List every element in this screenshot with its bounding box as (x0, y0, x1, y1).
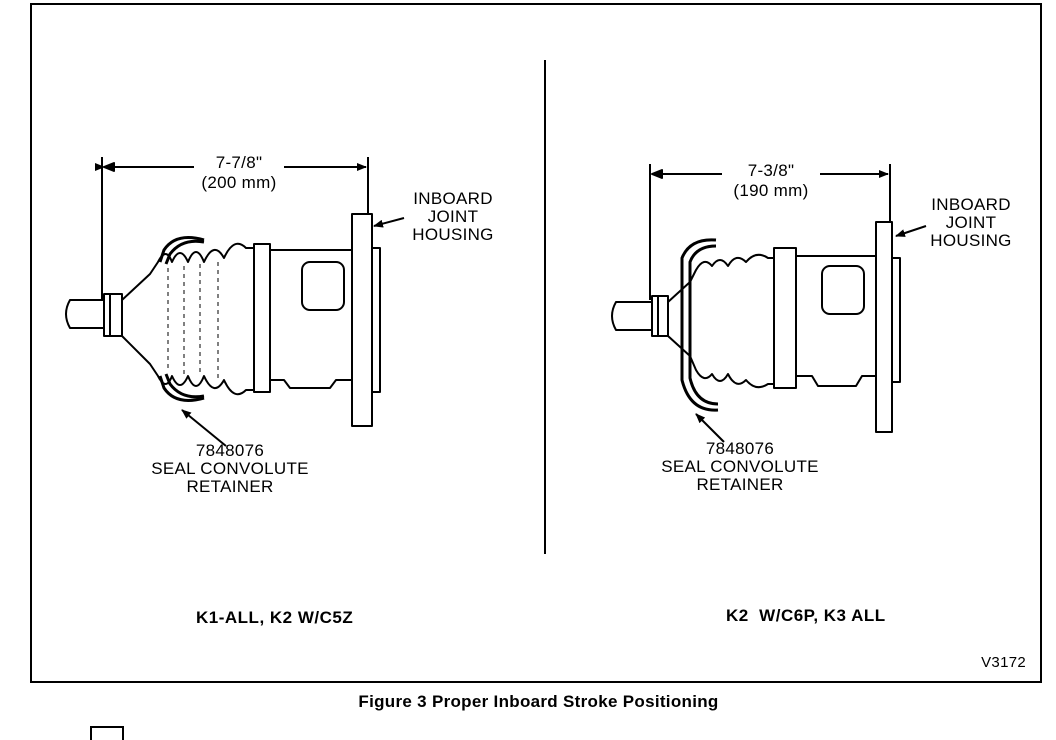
left-retainer (158, 236, 205, 402)
right-assembly (611, 164, 927, 443)
right-housing-label: INBOARD JOINT HOUSING (916, 196, 1026, 250)
right-retainer (680, 238, 719, 412)
right-housing-label-line-3: HOUSING (930, 231, 1012, 250)
right-housing-label-line-2: JOINT (945, 213, 997, 232)
right-retainer-leader (695, 413, 725, 443)
page-icon (90, 726, 124, 740)
left-retainer-leader (181, 409, 227, 447)
right-dimension-label: 7-3/8" (747, 161, 795, 180)
left-part-label: 7848076 SEAL CONVOLUTE RETAINER (130, 442, 330, 496)
figure-caption: Figure 3 Proper Inboard Stroke Positioni… (358, 692, 719, 711)
left-part-number: 7848076 (195, 441, 265, 460)
left-part-name-line-2: RETAINER (186, 477, 274, 496)
view-divider (544, 60, 546, 554)
left-dimension-label: 7-7/8" (215, 153, 263, 172)
left-dimension-line (95, 157, 369, 300)
right-part-name-line-2: RETAINER (696, 475, 784, 494)
right-shaft (611, 295, 669, 337)
right-housing-label-line-1: INBOARD (931, 195, 1011, 214)
right-dimension-line (649, 164, 891, 300)
right-part-number: 7848076 (705, 439, 775, 458)
left-applicability: K1-ALL, K2 W/C5Z (196, 608, 354, 627)
left-housing-label-line-1: INBOARD (413, 189, 493, 208)
right-housing-leader (895, 225, 927, 237)
left-housing-label-line-3: HOUSING (412, 225, 494, 244)
right-applicability: K2 W/C6P, K3 ALL (726, 606, 886, 625)
left-housing-leader (373, 217, 405, 228)
figure-frame (30, 3, 1042, 683)
left-boot (121, 242, 256, 396)
right-dimension-metric: (190 mm) (733, 181, 809, 200)
left-assembly (65, 157, 405, 447)
left-housing-label-line-2: JOINT (427, 207, 479, 226)
left-housing-label: INBOARD JOINT HOUSING (398, 190, 508, 244)
right-part-name-line-1: SEAL CONVOLUTE (661, 457, 819, 476)
right-boot (667, 253, 776, 389)
left-housing (253, 213, 381, 427)
right-housing (773, 221, 901, 433)
left-shaft (65, 293, 123, 337)
right-part-label: 7848076 SEAL CONVOLUTE RETAINER (640, 440, 840, 494)
left-dimension-metric: (200 mm) (201, 173, 277, 192)
drawing-code: V3172 (981, 654, 1026, 671)
left-part-name-line-1: SEAL CONVOLUTE (151, 459, 309, 478)
